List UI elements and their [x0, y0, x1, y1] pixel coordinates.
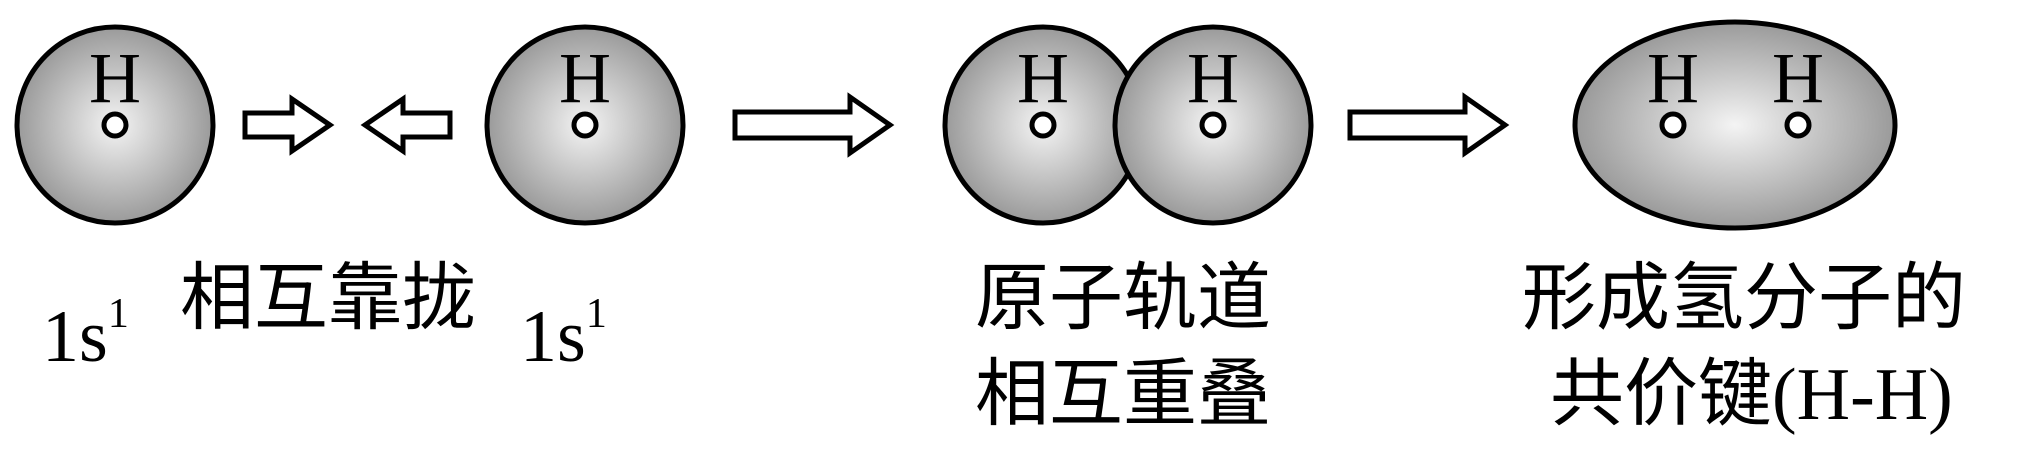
- overlapping-atoms: H H: [942, 24, 1314, 226]
- atom-symbol: H: [89, 38, 141, 118]
- approach-label: 相互靠拢: [180, 258, 476, 340]
- right-orbital-label: 1s1: [520, 293, 607, 374]
- orbital-label-base: 1s: [520, 296, 586, 378]
- bond-label-line1: 形成氢分子的: [1522, 258, 1966, 340]
- atom-symbol: H: [1772, 38, 1824, 118]
- left-hydrogen-atom: H: [14, 24, 216, 226]
- nucleus-icon: [1784, 111, 1812, 139]
- atom-symbol: H: [559, 38, 611, 118]
- left-orbital-label: 1s1: [42, 293, 129, 374]
- right-arrow-icon: [732, 92, 895, 158]
- atom-symbol: H: [1187, 38, 1239, 118]
- right-arrow-icon: [1347, 92, 1510, 158]
- nucleus-icon: [1199, 111, 1227, 139]
- right-arrow-icon: [242, 94, 335, 156]
- overlap-label-line2: 相互重叠: [975, 354, 1271, 436]
- orbital-label-superscript: 1: [107, 291, 129, 337]
- nucleus-icon: [1029, 111, 1057, 139]
- nucleus-icon: [101, 111, 129, 139]
- nucleus-icon: [1659, 111, 1687, 139]
- orbital-label-superscript: 1: [585, 291, 607, 337]
- atom-symbol: H: [1017, 38, 1069, 118]
- atom-symbol: H: [1647, 38, 1699, 118]
- nucleus-icon: [571, 111, 599, 139]
- right-hydrogen-atom: H: [484, 24, 686, 226]
- bond-label-line2: 共价键(H-H): [1550, 354, 1953, 436]
- left-arrow-icon: [360, 94, 453, 156]
- overlap-label-line1: 原子轨道: [975, 258, 1271, 340]
- hydrogen-molecule: H H: [1572, 19, 1898, 231]
- orbital-label-base: 1s: [42, 296, 108, 378]
